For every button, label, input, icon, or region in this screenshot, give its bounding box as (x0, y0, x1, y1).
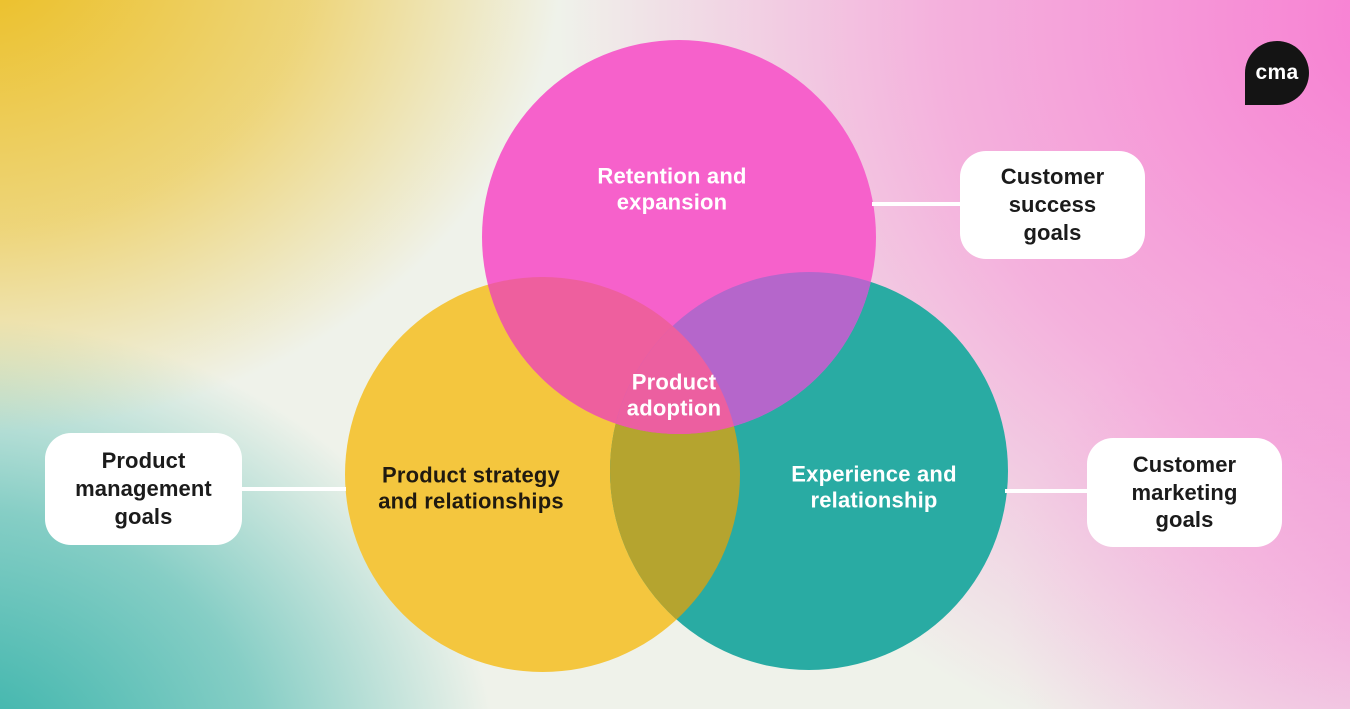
overlap-pink-yellow (482, 277, 740, 434)
callout-product-management-goals: Product management goals (45, 433, 242, 545)
cma-logo: cma (1245, 41, 1309, 105)
connector-retention-to-success (872, 202, 962, 206)
connector-management-to-strategy (240, 487, 346, 491)
callout-customer-marketing-goals: Customer marketing goals (1087, 438, 1282, 547)
circle-label-strategy: Product strategy and relationships (378, 462, 564, 514)
callout-customer-marketing-label: Customer marketing goals (1131, 451, 1238, 533)
connector-experience-to-marketing (1005, 489, 1089, 493)
callout-product-management-label: Product management goals (75, 448, 212, 529)
center-label-product-adoption: Product adoption (626, 369, 722, 421)
callout-customer-success-label: Customer success goals (1000, 164, 1105, 245)
circle-label-retention: Retention and expansion (597, 163, 747, 215)
cma-logo-text: cma (1255, 61, 1299, 84)
circle-label-experience: Experience and relationship (791, 461, 957, 513)
callout-customer-success-goals: Customer success goals (960, 151, 1145, 259)
overlap-pink-teal (610, 272, 876, 434)
